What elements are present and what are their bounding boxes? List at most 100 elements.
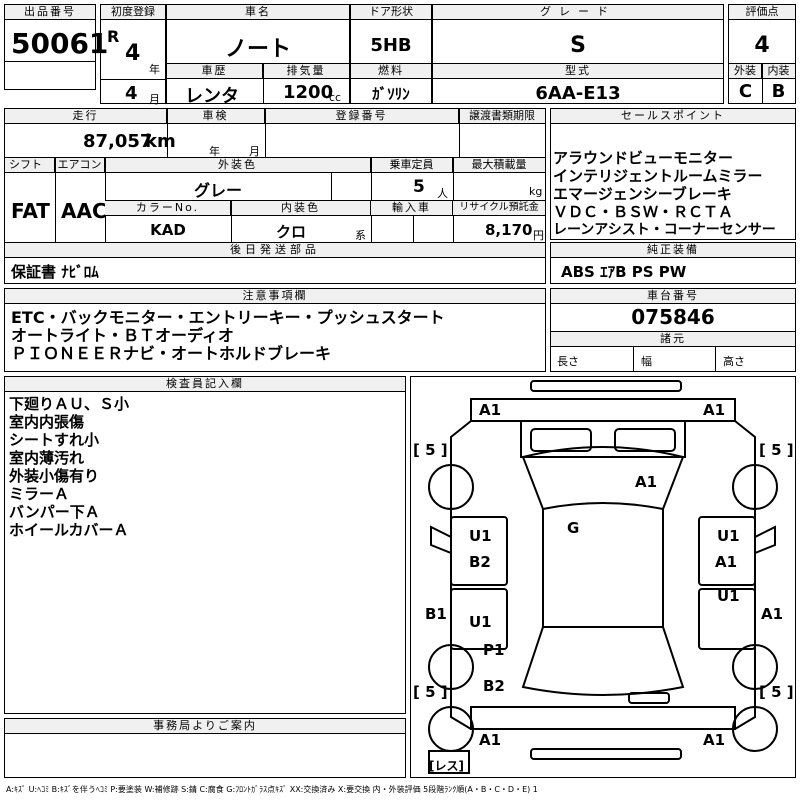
damage-mark: A1 xyxy=(479,401,502,419)
damage-mark: U1 xyxy=(717,527,740,545)
wid-label: 幅 xyxy=(641,355,652,368)
import-label: 輸入車 xyxy=(371,201,453,216)
sales-box: セールスポイント アラウンドビューモニター インテリジェントルームミラー エマー… xyxy=(550,108,796,240)
int-label: 内装 xyxy=(762,64,795,79)
tire-label-fr: [ 5 ] xyxy=(759,441,794,459)
chassis-value: 075846 xyxy=(631,305,715,329)
damage-mark: A1 xyxy=(715,553,738,571)
notes-box: 注意事項欄 ETC・バックモニター・エントリーキー・プッシュスタート オートライ… xyxy=(4,288,546,372)
inspector-line: ホイールカバーＡ xyxy=(9,521,129,539)
model-box: 車名 ノート 車歴 排気量 レンタ 1200 cc xyxy=(166,4,350,107)
later-value: 保証書 ﾅﾋﾞﾛﾑ xyxy=(11,263,99,281)
chassis-label: 車台番号 xyxy=(551,289,795,304)
history-value: レンタ xyxy=(185,86,239,107)
info-grid: 走行 車検 登録番号 譲渡書類期限 87,057 km 年 月 シフト エアコン… xyxy=(4,108,546,284)
intcolor-value: クロ xyxy=(275,223,306,241)
later-label: 後日発送部品 xyxy=(5,243,545,258)
shift-label: シフト xyxy=(5,158,55,173)
model-label: 車名 xyxy=(167,5,349,20)
score-value: 4 xyxy=(754,33,770,58)
damage-mark: B2 xyxy=(483,677,505,695)
damage-mark: U1 xyxy=(717,587,740,605)
load-label: 最大積載量 xyxy=(453,158,545,173)
seats-label: 乗車定員 xyxy=(371,158,453,173)
damage-mark: B2 xyxy=(469,553,491,571)
grade-box: グレード S 型式 6AA-E13 xyxy=(432,4,724,104)
sales-item: アラウンドビューモニター xyxy=(553,149,734,167)
lot-value: 50061 xyxy=(11,27,109,60)
lot-box: 出品番号 50061 xyxy=(4,4,108,90)
recycle-unit: 円 xyxy=(533,229,544,242)
plate-label: 登録番号 xyxy=(265,109,459,124)
disp-label: 排気量 xyxy=(263,64,349,79)
damage-mark: A1 xyxy=(635,473,658,491)
recycle-label: リサイクル預託金 xyxy=(453,201,545,216)
inspector-line: 室内内張傷 xyxy=(9,413,85,431)
history-label: 車歴 xyxy=(167,64,263,79)
fuel-label: 燃料 xyxy=(351,64,431,79)
chassis-box: 車台番号 075846 諸元 長さ 幅 高さ xyxy=(550,288,796,372)
inspect-year: 年 xyxy=(209,145,220,158)
notes-line: ETC・バックモニター・エントリーキー・プッシュスタート xyxy=(11,308,445,327)
damage-mark: A1 xyxy=(703,731,726,749)
shift-value: FAT xyxy=(11,199,50,223)
notes-line: ＰＩＯＮＥＥＲナビ・オートホルドブレーキ xyxy=(11,344,332,363)
inspector-line: 外装小傷有り xyxy=(9,467,100,485)
ext-label: 外装 xyxy=(729,64,762,79)
reg-month: 4 xyxy=(125,83,138,104)
sales-item: エマージェンシーブレーキ xyxy=(553,185,732,203)
transfer-label: 譲渡書類期限 xyxy=(459,109,545,124)
fuel-value: ｶﾞｿﾘﾝ xyxy=(372,85,410,103)
reg-box: 初度登録 R 4 年 4 月 xyxy=(100,4,166,106)
tire-label-fl: [ 5 ] xyxy=(413,441,448,459)
recycle-value: 8,170 xyxy=(485,221,533,239)
intcolor-label: 内装色 xyxy=(231,201,371,216)
color-label: 外装色 xyxy=(105,158,371,173)
disp-value: 1200 xyxy=(283,82,334,103)
inspector-label: 検査員記入欄 xyxy=(5,377,405,392)
lot-label: 出品番号 xyxy=(5,5,95,20)
seats-unit: 人 xyxy=(437,187,448,200)
inspector-line: 下廻りＡＵ、Ｓ小 xyxy=(9,395,130,413)
damage-mark: B1 xyxy=(425,605,447,623)
spec-label: 諸元 xyxy=(551,331,795,347)
tire-label-rr: [ 5 ] xyxy=(759,683,794,701)
damage-mark: A1 xyxy=(703,401,726,419)
hei-label: 高さ xyxy=(723,355,745,368)
notes-line: オートライト・ＢＴオーディオ xyxy=(11,326,234,345)
sales-label: セールスポイント xyxy=(551,109,795,124)
office-box: 事務局よりご案内 xyxy=(4,718,406,778)
int-value: B xyxy=(771,81,786,102)
tire-label-rl: [ 5 ] xyxy=(413,683,448,701)
seats-value: 5 xyxy=(413,177,425,197)
reg-year: 4 xyxy=(125,41,141,66)
mileage-value: 87,057 xyxy=(83,131,153,152)
load-unit: kg xyxy=(529,185,543,198)
office-label: 事務局よりご案内 xyxy=(5,719,405,734)
inspector-line: シートすれ小 xyxy=(9,431,100,449)
color-value: グレー xyxy=(193,181,242,200)
equip-label: 純正装備 xyxy=(551,243,795,258)
damage-mark: A1 xyxy=(761,605,784,623)
door-value: 5HB xyxy=(370,35,412,56)
inspect-label: 車検 xyxy=(167,109,265,124)
damage-mark: G xyxy=(567,519,580,537)
mileage-label: 走行 xyxy=(5,109,167,124)
door-box: ドア形状 5HB 燃料 ｶﾞｿﾘﾝ xyxy=(350,4,432,104)
door-label: ドア形状 xyxy=(351,5,431,20)
damage-mark: U1 xyxy=(469,527,492,545)
type-label: 型式 xyxy=(433,64,723,79)
model-value: ノート xyxy=(224,37,291,62)
ac-value: AAC xyxy=(61,199,107,223)
reg-year-unit: 年 xyxy=(149,63,160,76)
inspector-line: 室内薄汚れ xyxy=(9,449,85,467)
car-diagram: [ 5 ] [ 5 ] [ 5 ] [ 5 ] A1 A1 A1 G U1 B2… xyxy=(410,376,796,778)
notes-label: 注意事項欄 xyxy=(5,289,545,304)
sales-item: インテリジェントルームミラー xyxy=(553,167,763,185)
inspector-line: バンパー下Ａ xyxy=(9,503,100,521)
ext-value: C xyxy=(738,81,753,102)
reg-label: 初度登録 xyxy=(101,5,165,20)
inspect-month: 月 xyxy=(249,145,260,158)
damage-mark: U1 xyxy=(469,613,492,631)
damage-mark: A1 xyxy=(479,731,502,749)
